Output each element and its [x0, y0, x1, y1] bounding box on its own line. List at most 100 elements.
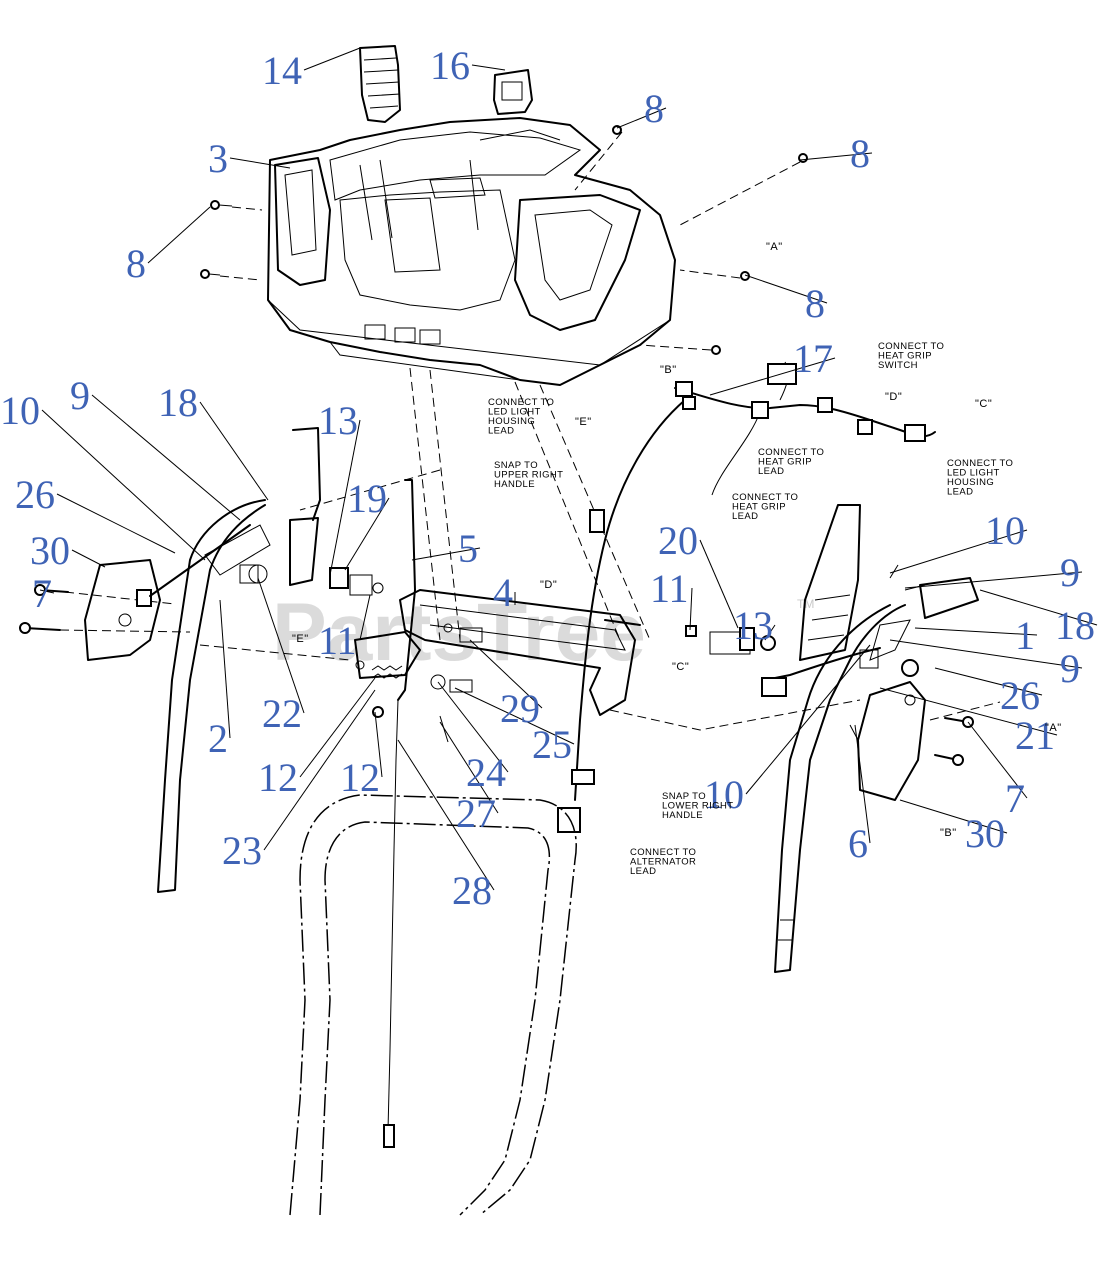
callout-c23: 23: [222, 828, 262, 873]
ref-rB2: "B": [940, 827, 957, 839]
note-line: LED LIGHT: [488, 407, 541, 418]
control-cable-part: [387, 699, 399, 1131]
left-upper-handle-part: [157, 427, 321, 893]
callout-c12b: 12: [340, 755, 380, 800]
ref-rB1: "B": [660, 364, 677, 376]
callout-c12a: 12: [258, 755, 298, 800]
leader-c20: [699, 539, 739, 629]
leader-c26b: [934, 667, 1043, 696]
callout-c10c: 10: [704, 772, 744, 817]
note-line: CONNECT TO: [758, 447, 824, 458]
lower-handle-phantom: [289, 794, 577, 1216]
leader-c22: [257, 577, 305, 714]
callout-c30b: 30: [965, 811, 1005, 856]
callout-c9a: 9: [70, 373, 90, 418]
callout-c21: 21: [1015, 713, 1055, 758]
ref-rA2: "A": [1045, 722, 1062, 734]
wire-harness-part: [557, 361, 936, 833]
callout-c8a: 8: [644, 86, 664, 131]
callout-c14: 14: [262, 48, 302, 93]
note-line: LOWER RIGHT: [662, 801, 733, 812]
callout-c19: 19: [347, 476, 387, 521]
right-upper-handle-part: [774, 577, 979, 973]
callout-c27: 27: [456, 791, 496, 836]
note-line: HEAT GRIP: [732, 502, 786, 513]
ref-rE2: "E": [292, 633, 309, 645]
callout-c8d: 8: [805, 281, 825, 326]
leader-c12b: [374, 711, 383, 778]
callout-c10a: 10: [0, 388, 40, 433]
callout-c9c: 9: [1060, 646, 1080, 691]
callout-c2: 2: [208, 716, 228, 761]
leader-c6: [854, 724, 871, 844]
ref-rE1: "E": [575, 416, 592, 428]
callout-c8c: 8: [126, 241, 146, 286]
note-line: SNAP TO: [494, 460, 538, 471]
callout-c5: 5: [458, 526, 478, 571]
heat-grip-switch-part: [493, 69, 533, 115]
leader-c1: [914, 627, 1038, 636]
clevis-pin-part: [372, 674, 473, 743]
leader-c29: [469, 639, 543, 709]
watermark: PartsTree: [272, 587, 646, 678]
leader-c10b: [889, 529, 1028, 574]
note-line: ALTERNATOR: [630, 857, 696, 868]
note-line: LEAD: [758, 466, 784, 477]
callout-c11a: 11: [650, 566, 689, 611]
leader-c28: [397, 739, 495, 891]
leader-c9b: [904, 571, 1083, 589]
leader-c8c: [147, 206, 211, 264]
callout-c3: 3: [208, 136, 228, 181]
leader-c13b: [764, 624, 776, 641]
cross-panel-part: [354, 589, 641, 716]
cable-end-part: [383, 1124, 395, 1148]
note-line: SWITCH: [878, 360, 918, 371]
ref-rC2: "C": [672, 661, 689, 673]
callout-c30a: 30: [30, 528, 70, 573]
leader-c13a: [329, 419, 361, 576]
shift-knob-part: [359, 45, 401, 123]
leader-c27: [439, 721, 499, 814]
callout-c26b: 26: [1000, 673, 1040, 718]
callout-c16: 16: [430, 43, 470, 88]
leader-c10c: [745, 644, 871, 795]
note-line: LEAD: [488, 426, 514, 437]
callout-c7a: 7: [32, 571, 52, 616]
leader-c8b: [799, 152, 873, 161]
bushing-left-part: [329, 567, 384, 596]
note-line: HEAT GRIP: [758, 457, 812, 468]
callout-c17: 17: [793, 336, 833, 381]
right-side-bracket-part: [857, 681, 926, 801]
leader-c17: [709, 357, 836, 396]
note-line: LED LIGHT: [947, 468, 1000, 479]
control-rod-part: [397, 479, 416, 701]
callout-c26a: 26: [15, 472, 55, 517]
note-line: HANDLE: [662, 810, 703, 821]
leader-c18a: [199, 401, 269, 501]
leader-c8d: [744, 274, 828, 304]
callout-c24: 24: [466, 750, 506, 795]
leader-c7a: [39, 589, 55, 594]
left-side-bracket-part: [84, 559, 161, 661]
note-line: HOUSING: [947, 477, 994, 488]
callout-c4: 4: [493, 570, 513, 615]
ref-rD1: "D": [885, 391, 902, 403]
callout-c29: 29: [500, 686, 540, 731]
callout-c8b: 8: [850, 131, 870, 176]
leader-c10a: [41, 409, 206, 561]
ref-rD2: "D": [540, 579, 557, 591]
leader-c12a: [299, 677, 376, 778]
callout-c18b: 18: [1055, 603, 1095, 648]
note-line: LEAD: [732, 511, 758, 522]
leader-c2: [219, 599, 231, 739]
callout-c13a: 13: [318, 398, 358, 443]
leader-c8a: [616, 107, 667, 129]
